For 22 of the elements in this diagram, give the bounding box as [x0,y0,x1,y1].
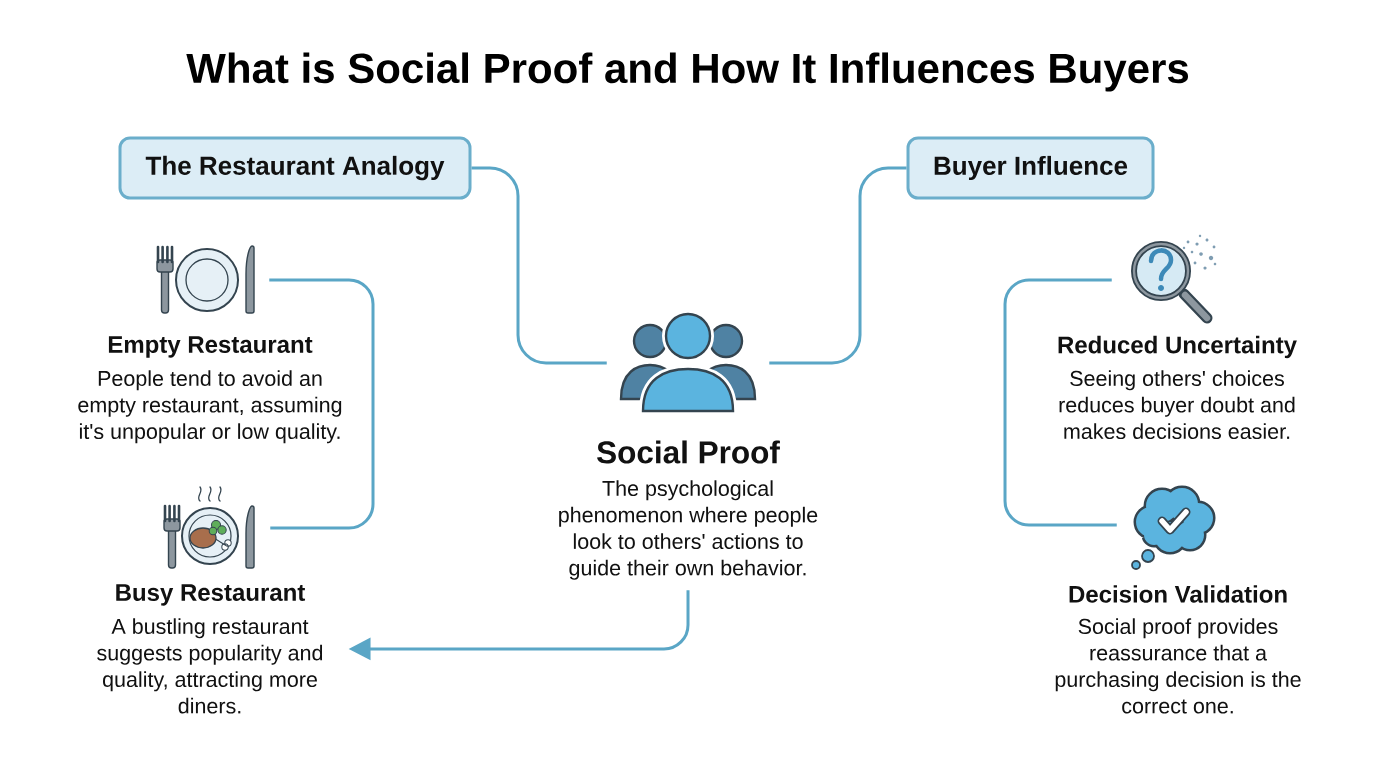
heading: Decision Validation [1069,585,1287,603]
heading: Social Proof [597,440,780,464]
plate-icon [156,245,255,314]
thought-cloud-icon [1131,485,1216,570]
description: The psychological phenomenon where people look to others' actions to guide their own behavior. [559,480,818,580]
heading: Busy Restaurant [116,584,306,606]
connector [269,278,375,530]
description: Seeing others' choices reduces buyer doubt and makes decisions easier. [1059,370,1295,440]
meal-plate-icon [163,486,255,569]
description: A bustling restaurant suggests popularity and quality, attracting more diners. [97,618,323,714]
description: Social proof provides reassurance that a purchasing decision is the correct one. [1055,618,1301,714]
heading-box: The Restaurant Analogy [118,136,472,200]
people-icon [619,310,757,415]
description: People tend to avoid an empty restaurant, assuming it's unpopular or low quality. [78,370,342,444]
connector [1003,278,1117,527]
magnifier-icon [1131,234,1217,324]
title: What is Social Proof and How It Influences Buyers [186,52,1189,92]
connector [769,166,907,365]
heading: Empty Restaurant [108,336,313,358]
connector [471,166,607,365]
heading-box: Buyer Influence [906,136,1155,200]
heading: Reduced Uncertainty [1058,335,1297,359]
